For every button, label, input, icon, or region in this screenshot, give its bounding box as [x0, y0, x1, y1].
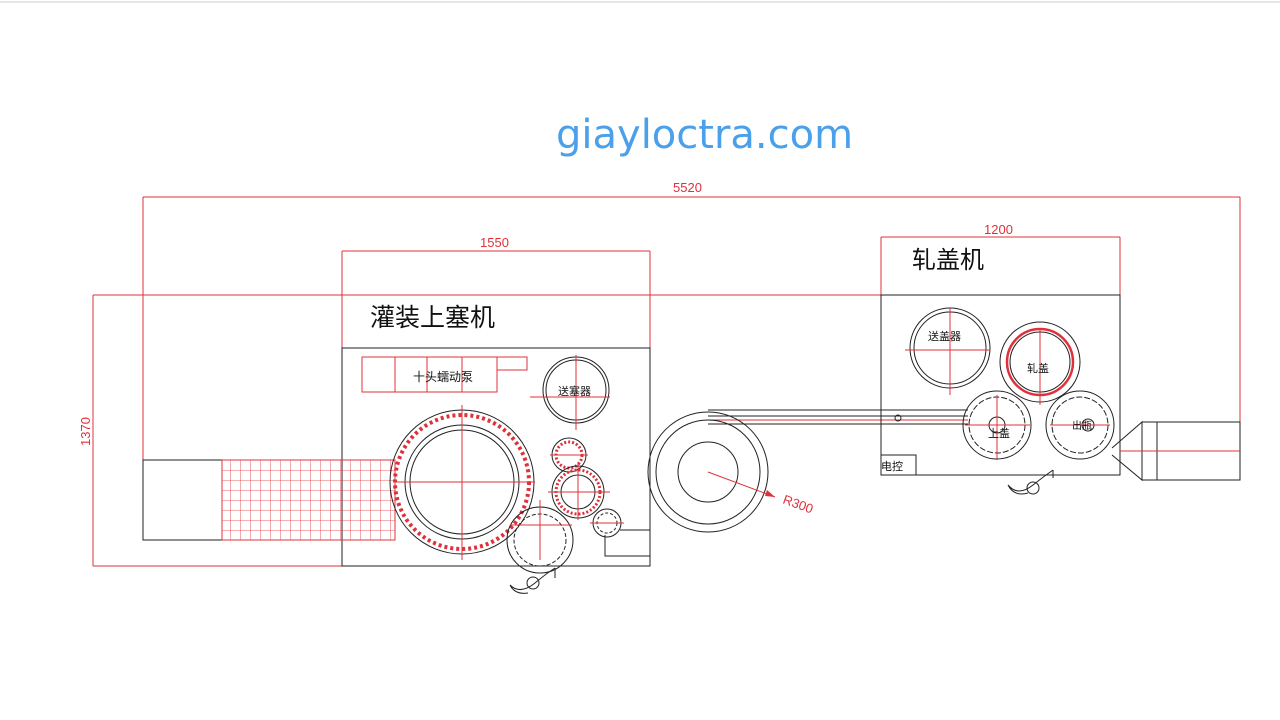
watermark: giayloctra.com [556, 112, 853, 158]
dim-1550: 1550 [480, 235, 509, 250]
dim-1200: 1200 [984, 222, 1013, 237]
peristaltic-pump: 十头蠕动泵 [361, 356, 528, 393]
cap-loading-wheel: 上盖 [962, 390, 1032, 460]
electric-control-box [880, 454, 917, 476]
stopper-feeder: 送塞器 [530, 355, 610, 430]
outfeed-wheel: 出瓶 [1045, 390, 1115, 460]
capper-title: 轧盖机 [912, 246, 984, 274]
pump-label: 十头蠕动泵 [413, 370, 473, 384]
turntable: R300 [647, 411, 815, 533]
cap-feeder: 送盖器 [905, 307, 991, 395]
cap-loading-label: 上盖 [988, 426, 1010, 440]
operator-icon [509, 567, 556, 594]
cap-feeder-label: 送盖器 [928, 329, 961, 343]
outfeed-label: 出瓶 [1072, 419, 1092, 432]
filler-machine: 灌装上塞机 十头蠕动泵 送塞器 [142, 303, 651, 574]
main-star-wheel [389, 405, 535, 560]
dim-5520: 5520 [673, 180, 702, 195]
dimension-capper-width: 1200 [880, 222, 1121, 295]
dim-1370: 1370 [78, 417, 93, 446]
electric-control-label: 电控 [881, 459, 903, 473]
infeed-table [142, 459, 223, 541]
capping-label: 轧盖 [1027, 361, 1049, 375]
outfeed-chute [1111, 420, 1241, 482]
transfer-gears [506, 437, 624, 574]
dimension-filler-width: 1550 [341, 235, 651, 348]
filler-title: 灌装上塞机 [370, 303, 495, 332]
dimension-total-width: 5520 [142, 180, 1241, 460]
conveyor [604, 409, 968, 557]
operator-icon [1007, 469, 1054, 495]
capping-head: 轧盖 [999, 321, 1081, 405]
dimension-depth: 1370 [78, 294, 881, 567]
stopper-feeder-label: 送塞器 [558, 384, 591, 398]
bottle-grid [221, 459, 396, 541]
turntable-radius: R300 [781, 492, 815, 517]
capping-machine: 轧盖机 送盖器 轧盖 上盖 出瓶 电控 [880, 246, 1121, 476]
